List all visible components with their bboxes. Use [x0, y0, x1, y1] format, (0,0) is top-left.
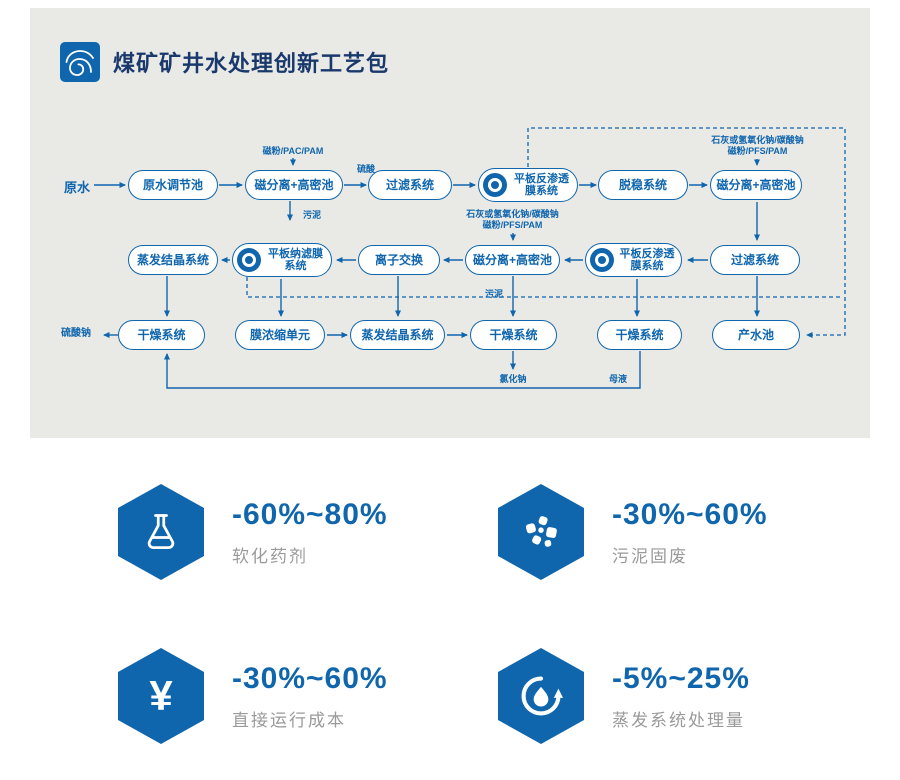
node-ion-exchange: 离子交换: [358, 245, 440, 275]
label-sodium-chloride: 氯化钠: [499, 374, 527, 384]
membrane-disc-icon: [590, 248, 614, 272]
label-raw-water: 原水: [63, 180, 90, 195]
stat-label: 软化药剂: [232, 546, 308, 566]
stat-value: -5%~25%: [612, 661, 750, 695]
membrane-ring: [242, 253, 256, 267]
stat-label: 直接运行成本: [232, 710, 346, 730]
node-raw-water-adjusting-pool: 原水调节池: [128, 170, 218, 200]
header: 煤矿矿井水处理创新工艺包: [60, 42, 389, 82]
node-flat-nf-membrane: 平板纳滤膜系统: [232, 243, 332, 277]
node-flat-ro-membrane-1: 平板反渗透膜系统: [478, 168, 578, 202]
stat-evaporation-throughput: -5%~25% 蒸发系统处理量: [498, 648, 750, 744]
company-logo-icon: [60, 42, 100, 82]
membrane-ring: [595, 253, 609, 267]
label-sulfuric-acid: 硫酸: [356, 164, 375, 174]
label-sludge-2: 污泥: [484, 289, 503, 299]
node-evaporation-crystallization-1: 蒸发结晶系统: [128, 245, 218, 275]
node-filter-system-2: 过滤系统: [710, 245, 800, 275]
stat-value: -60%~80%: [232, 497, 388, 531]
flask-icon: [118, 484, 204, 580]
stat-operating-cost: ¥ -30%~60% 直接运行成本: [118, 648, 388, 744]
yuan-icon: ¥: [118, 648, 204, 744]
stat-value: -30%~60%: [232, 661, 388, 695]
label-dosing-1: 磁粉/PAC/PAM: [262, 146, 324, 156]
stat-label: 蒸发系统处理量: [612, 710, 745, 730]
node-destabilization-system: 脱稳系统: [598, 170, 688, 200]
stat-value: -30%~60%: [612, 497, 768, 531]
label-sludge-1: 污泥: [302, 210, 321, 220]
node-drying-system-3: 干燥系统: [597, 320, 682, 350]
node-magnetic-separation-3: 磁分离+高密池: [465, 245, 560, 275]
process-diagram-panel: 煤矿矿井水处理创新工艺包: [30, 8, 870, 438]
node-drying-system-2: 干燥系统: [470, 320, 557, 350]
node-product-water-pool: 产水池: [712, 320, 800, 350]
membrane-disc-icon: [237, 248, 261, 272]
membrane-disc-icon: [483, 173, 507, 197]
node-magnetic-separation-2: 磁分离+高密池: [710, 170, 802, 200]
stat-label: 污泥固废: [612, 546, 688, 566]
node-membrane-concentration-unit: 膜浓缩单元: [235, 320, 325, 350]
label-dosing-3: 石灰或氢氧化钠/碳酸钠 磁粉/PFS/PAM: [466, 209, 559, 231]
node-magnetic-separation-1: 磁分离+高密池: [245, 170, 343, 200]
stat-softening-agents: -60%~80% 软化药剂: [118, 484, 388, 580]
label-mother-liquor: 母液: [608, 374, 627, 384]
node-flat-ro-membrane-2: 平板反渗透膜系统: [585, 243, 682, 277]
label-dosing-2: 石灰或氢氧化钠/碳酸钠 磁粉/PFS/PAM: [711, 135, 804, 157]
node-drying-system-1: 干燥系统: [118, 320, 205, 350]
node-filter-system-1: 过滤系统: [368, 170, 452, 200]
evaporation-icon: [498, 648, 584, 744]
membrane-ring: [488, 178, 502, 192]
node-evaporation-crystallization-2: 蒸发结晶系统: [350, 320, 445, 350]
sludge-icon: [498, 484, 584, 580]
page-title: 煤矿矿井水处理创新工艺包: [113, 51, 390, 76]
stat-sludge-waste: -30%~60% 污泥固废: [498, 484, 768, 580]
label-sodium-sulfate: 硫酸钠: [61, 328, 91, 339]
